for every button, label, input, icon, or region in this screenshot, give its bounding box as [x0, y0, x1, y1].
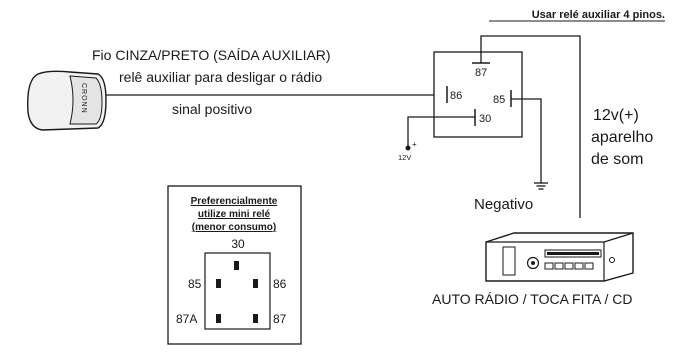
ground-label: Negativo	[474, 196, 533, 213]
mini-relay-pin-87a	[216, 314, 221, 323]
power-label-line2: aparelho	[591, 129, 653, 146]
wire-label-line2: relê auxiliar para desligar o rádio	[119, 69, 322, 85]
module-brand-label: CRONN	[80, 83, 87, 114]
wire-label-line3: sinal positivo	[172, 101, 252, 117]
ignition-plus-label: +	[412, 140, 417, 149]
mini-relay-pin-85	[216, 279, 221, 288]
mini-relay-note-line2: utilize mini relé	[198, 209, 271, 220]
wire-label-line1: Fio CINZA/PRETO (SAÍDA AUXILIAR)	[92, 47, 331, 63]
radio-label: AUTO RÁDIO / TOCA FITA / CD	[432, 291, 632, 307]
power-label-line1: 12v(+)	[593, 107, 639, 124]
relay-pin-85-label: 85	[493, 94, 505, 106]
mini-relay-note-line3: (menor consumo)	[192, 222, 276, 233]
mini-relay-pin-87a-label: 87A	[176, 312, 197, 326]
mini-relay-pin-30-label: 30	[231, 237, 245, 251]
power-12v-wire	[480, 35, 581, 218]
mini-relay-pin-85-label: 85	[188, 277, 202, 291]
mini-relay-note-line1: Preferencialmente	[191, 196, 278, 207]
mini-relay-pin-87-label: 87	[273, 312, 287, 326]
mini-relay-pin-86	[253, 279, 258, 288]
ground-wire	[511, 98, 542, 183]
ignition-wire	[407, 116, 475, 148]
relay-pin-86-label: 86	[450, 90, 462, 102]
relay-body	[433, 51, 523, 138]
ground-symbol	[534, 182, 548, 190]
mini-relay-pin-87	[253, 314, 258, 323]
module-icon: CRONN	[27, 70, 107, 131]
mini-relay-pin-30	[234, 261, 239, 270]
mini-relay-pin-86-label: 86	[273, 277, 287, 291]
relay-pin-87-label: 87	[475, 67, 487, 79]
mini-relay-body	[204, 252, 271, 330]
header-note: Usar relé auxiliar 4 pinos.	[532, 9, 665, 21]
ignition-voltage-label: 12V	[398, 153, 411, 162]
car-radio-icon	[485, 232, 634, 282]
power-label-line3: de som	[591, 151, 643, 168]
relay-pin-30-label: 30	[479, 113, 491, 125]
ignition-terminal-dot	[405, 145, 411, 151]
